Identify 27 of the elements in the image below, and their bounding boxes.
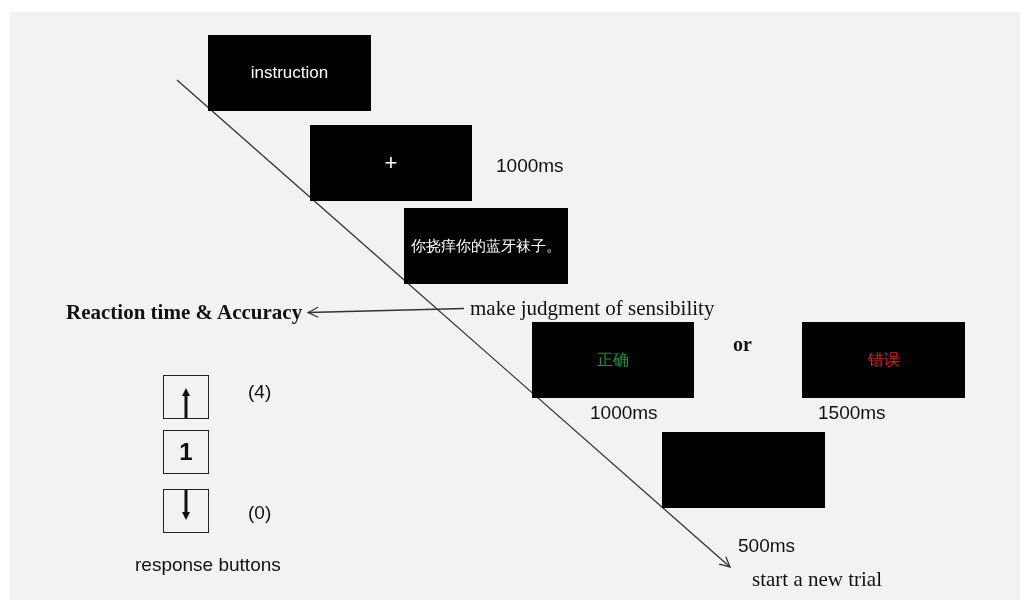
stimulus-screen bbox=[310, 125, 472, 201]
stimulus-screen bbox=[404, 208, 568, 284]
side-note: 1000ms bbox=[496, 155, 564, 177]
stimulus-text: instruction bbox=[250, 63, 329, 83]
measure-heading: Reaction time & Accuracy bbox=[66, 300, 303, 324]
caption-text: response buttons bbox=[135, 554, 281, 576]
stimulus-screen bbox=[532, 322, 694, 398]
blank-screen bbox=[662, 432, 825, 508]
stimulus-text: 你挠痒你的蓝牙袜子。 bbox=[411, 236, 561, 256]
side-note: 1000ms bbox=[590, 402, 658, 424]
side-note: 500ms bbox=[738, 535, 796, 557]
separator-word: or bbox=[733, 333, 752, 356]
step-text: start a new trial bbox=[752, 567, 883, 591]
step-text: make judgment of sensibility bbox=[470, 296, 715, 320]
response-button bbox=[163, 489, 209, 533]
response-button bbox=[163, 375, 209, 419]
stimulus-text: + bbox=[384, 150, 398, 176]
arrow bbox=[307, 306, 465, 318]
arrow bbox=[176, 79, 731, 568]
response-button: 1 bbox=[163, 430, 209, 474]
stimulus-screen bbox=[208, 35, 371, 111]
stimulus-screen bbox=[802, 322, 965, 398]
side-note: 1500ms bbox=[818, 402, 886, 424]
side-note: (4) bbox=[248, 381, 272, 403]
stimulus-text: 正确 bbox=[597, 349, 629, 371]
stimulus-text: 错误 bbox=[867, 349, 900, 371]
side-note: (0) bbox=[248, 502, 272, 524]
